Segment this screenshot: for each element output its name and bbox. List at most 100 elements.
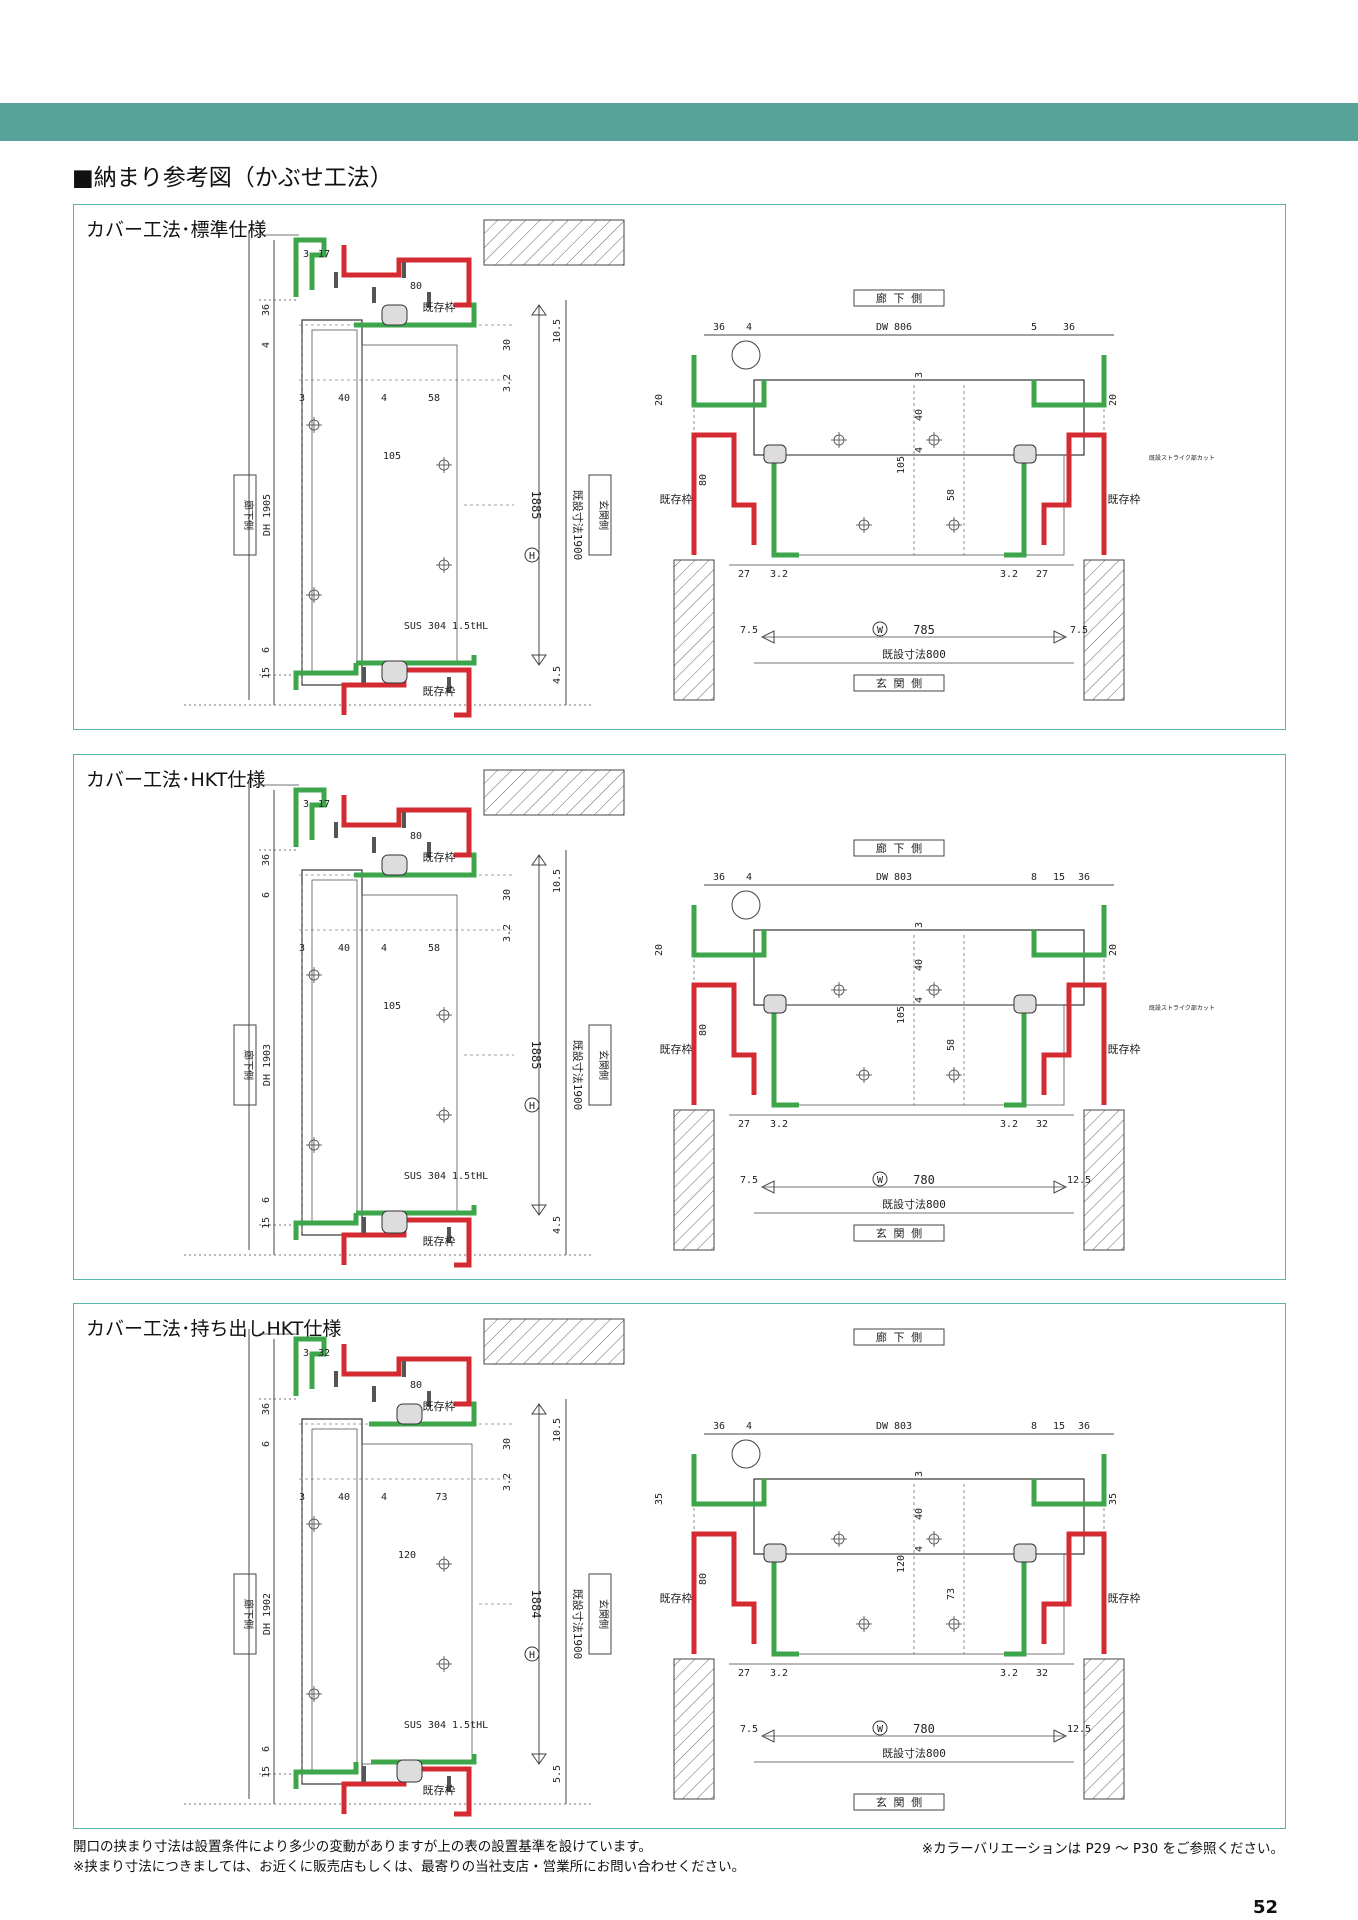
- cover-frame-bottom-rail: [356, 655, 477, 666]
- inner-dim-label: 3: [299, 1492, 305, 1503]
- cover-frame-bottom: [293, 1213, 359, 1240]
- inner-dim-label: 120: [398, 1550, 416, 1561]
- existing-frame-label: 既存枠: [423, 1234, 456, 1248]
- anchor-screw: [447, 677, 451, 693]
- plan-bottom-dim: 32: [1036, 1119, 1048, 1130]
- existing-width-label: 既設寸法800: [882, 1197, 946, 1211]
- plan-existing-frame-left: [691, 432, 757, 555]
- plan-inner-dim: 73: [946, 1588, 957, 1600]
- side-label-box: [233, 474, 257, 556]
- left-dim-label: 6: [261, 1197, 272, 1203]
- plan-top-dim: 4: [746, 1421, 752, 1432]
- dim-arrow: [531, 1204, 547, 1216]
- plan-existing-frame-right: [1041, 432, 1107, 555]
- panel-title: カバー工法･持ち出しHKT仕様: [86, 1318, 342, 1340]
- plan-bottom-dim: 3.2: [770, 1119, 788, 1130]
- anchor-screw: [402, 812, 406, 828]
- inner-dim-label: 40: [338, 1492, 350, 1503]
- plan-cover-frame-left: [691, 355, 767, 408]
- side-label-box: [588, 1573, 612, 1655]
- h-symbol: H: [529, 1101, 535, 1112]
- h-value: 1884: [529, 1590, 543, 1619]
- w-symbol-circle: [872, 1171, 888, 1187]
- left-dim-label: 36: [261, 854, 272, 866]
- left-dim-label: 36: [261, 304, 272, 316]
- gasket-top: [381, 854, 408, 876]
- side-label-box: [588, 474, 612, 556]
- left-dim-label: 6: [261, 647, 272, 653]
- existing-frame-top: [341, 245, 472, 308]
- hinge-symbol: [731, 1439, 761, 1469]
- plan-top-dim: 15: [1053, 1421, 1065, 1432]
- plan-gasket: [1013, 444, 1037, 464]
- inner-dim-label: 3: [299, 943, 305, 954]
- w-symbol: W: [877, 1724, 884, 1735]
- existing-frame-top: [341, 795, 472, 858]
- w-symbol: W: [877, 1175, 884, 1186]
- left-dim-label: 6: [261, 1746, 272, 1752]
- plan-top-dim: 36: [713, 1421, 725, 1432]
- top-dim-label: 17: [318, 799, 330, 810]
- wall-section: [673, 559, 715, 701]
- cover-frame-bottom-rail: [356, 1205, 477, 1216]
- anchor-screw: [427, 292, 431, 308]
- plan-top-dim: 4: [746, 872, 752, 883]
- plan-cover-frame-right: [1031, 905, 1107, 958]
- cover-frame-top-rail: [354, 302, 477, 328]
- plan-inner-dim: 58: [946, 1039, 957, 1051]
- wall-section: [483, 1318, 625, 1365]
- plan-inner-dim: 40: [914, 1508, 925, 1520]
- sus-label: SUS 304 1.5tHL: [404, 1720, 488, 1731]
- plan-bottom-dim: 3.2: [770, 1668, 788, 1679]
- plan-bottom-dim: 32: [1036, 1668, 1048, 1679]
- existing-frame-label: 既存枠: [423, 300, 456, 314]
- inner-dim-label: 73: [435, 1492, 447, 1503]
- w-value: 785: [913, 623, 935, 637]
- plan-side-dim: 20: [654, 394, 665, 406]
- left-dim-label: 6: [261, 892, 272, 898]
- dw-label: DW 803: [876, 1421, 912, 1432]
- inner-dim-label: 10.5: [552, 869, 563, 893]
- inner-dim-label: 4: [381, 943, 387, 954]
- existing-width-label: 既設寸法800: [882, 1746, 946, 1760]
- door-leaf-inner: [311, 879, 358, 1226]
- existing-height-label: 既設寸法1900: [571, 1589, 585, 1660]
- plan-gasket: [763, 994, 787, 1014]
- existing-frame-label: 既存枠: [1108, 492, 1141, 506]
- left-dim-label: 15: [261, 667, 272, 679]
- anchor-screw: [427, 842, 431, 858]
- plan-inner-dim: 80: [698, 1024, 709, 1036]
- door-leaf-outline: [301, 319, 363, 686]
- door-panel-face: [361, 894, 458, 1216]
- w-symbol-circle: [872, 1720, 888, 1736]
- wall-section: [483, 769, 625, 816]
- inner-dim-label: 10.5: [552, 319, 563, 343]
- inner-dim-label: 3: [299, 393, 305, 404]
- existing-frame-label: 既存枠: [660, 492, 693, 506]
- left-dim-label: 36: [261, 1403, 272, 1415]
- plan-cover-frame-left-jamb: [771, 1554, 799, 1657]
- door-leaf-outline: [301, 869, 363, 1236]
- top-dim-label: 32: [318, 1348, 330, 1359]
- plan-edge-dim: 7.5: [740, 1724, 758, 1735]
- gasket-top: [381, 304, 408, 326]
- inner-dim-label: 105: [383, 451, 401, 462]
- h-symbol: H: [529, 551, 535, 562]
- plan-side-dim: 35: [654, 1493, 665, 1505]
- plan-bottom-dim: 27: [738, 1668, 750, 1679]
- wall-section: [673, 1658, 715, 1800]
- plan-inner-dim: 80: [698, 474, 709, 486]
- top-dim-label: 3: [303, 249, 309, 260]
- sus-label: SUS 304 1.5tHL: [404, 621, 488, 632]
- hinge-symbol: [731, 890, 761, 920]
- w-symbol-circle: [872, 621, 888, 637]
- plan-bottom-label: 玄 関 側: [876, 1226, 922, 1240]
- plan-gasket: [763, 444, 787, 464]
- anchor-screw: [372, 287, 376, 303]
- existing-frame-label: 既存枠: [423, 1399, 456, 1413]
- plan-inner-dim: 80: [698, 1573, 709, 1585]
- side-label-box: [233, 1024, 257, 1106]
